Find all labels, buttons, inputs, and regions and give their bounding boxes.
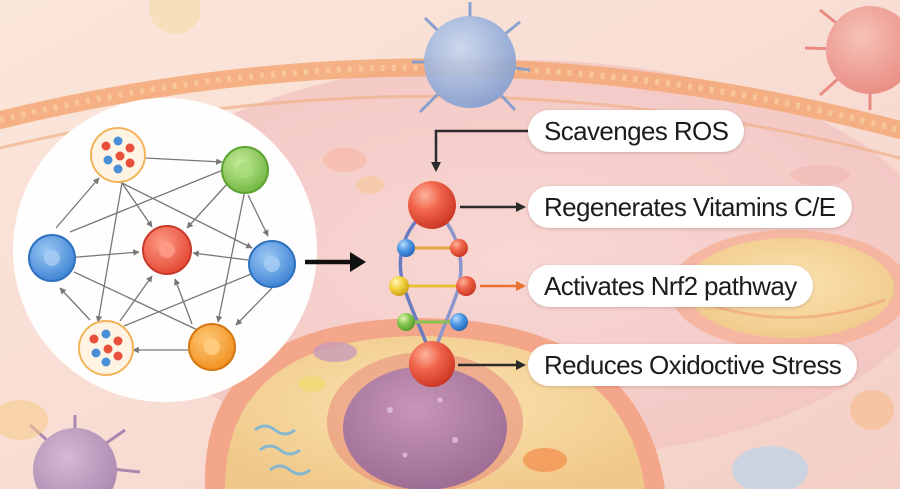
label-regenerates-vitamins: Regenerates Vitamins C/E [528, 186, 852, 228]
label-connectors [431, 129, 528, 370]
antioxidant-molecule [389, 181, 476, 387]
network-node-right-blue [248, 240, 296, 288]
label-scavenges-ros: Scavenges ROS [528, 110, 745, 152]
network-node-bottom-left-cluster [78, 320, 134, 376]
network-node-orange [188, 323, 236, 371]
label-activates-nrf2: Activates Nrf2 pathway [528, 265, 813, 307]
virus-red [804, 6, 900, 110]
network-node-center-red [142, 225, 192, 275]
network-edges [55, 157, 273, 354]
main-cell [204, 318, 665, 489]
molecule-bottom-sphere [409, 341, 455, 387]
virus-blue [412, 2, 531, 114]
network-node-left-blue [28, 234, 76, 282]
scavenges-connector [431, 129, 528, 172]
virus-purple [29, 415, 141, 489]
network-node-green [221, 146, 269, 194]
network-panel [13, 98, 317, 402]
label-reduces-oxidative-stress: Reduces Oxidoctive Stress [528, 344, 858, 386]
network-node-top-left-cluster [90, 127, 146, 183]
helix-rungs [400, 246, 466, 324]
molecule-top-sphere [408, 181, 456, 229]
network-to-helix-arrow [305, 252, 366, 272]
